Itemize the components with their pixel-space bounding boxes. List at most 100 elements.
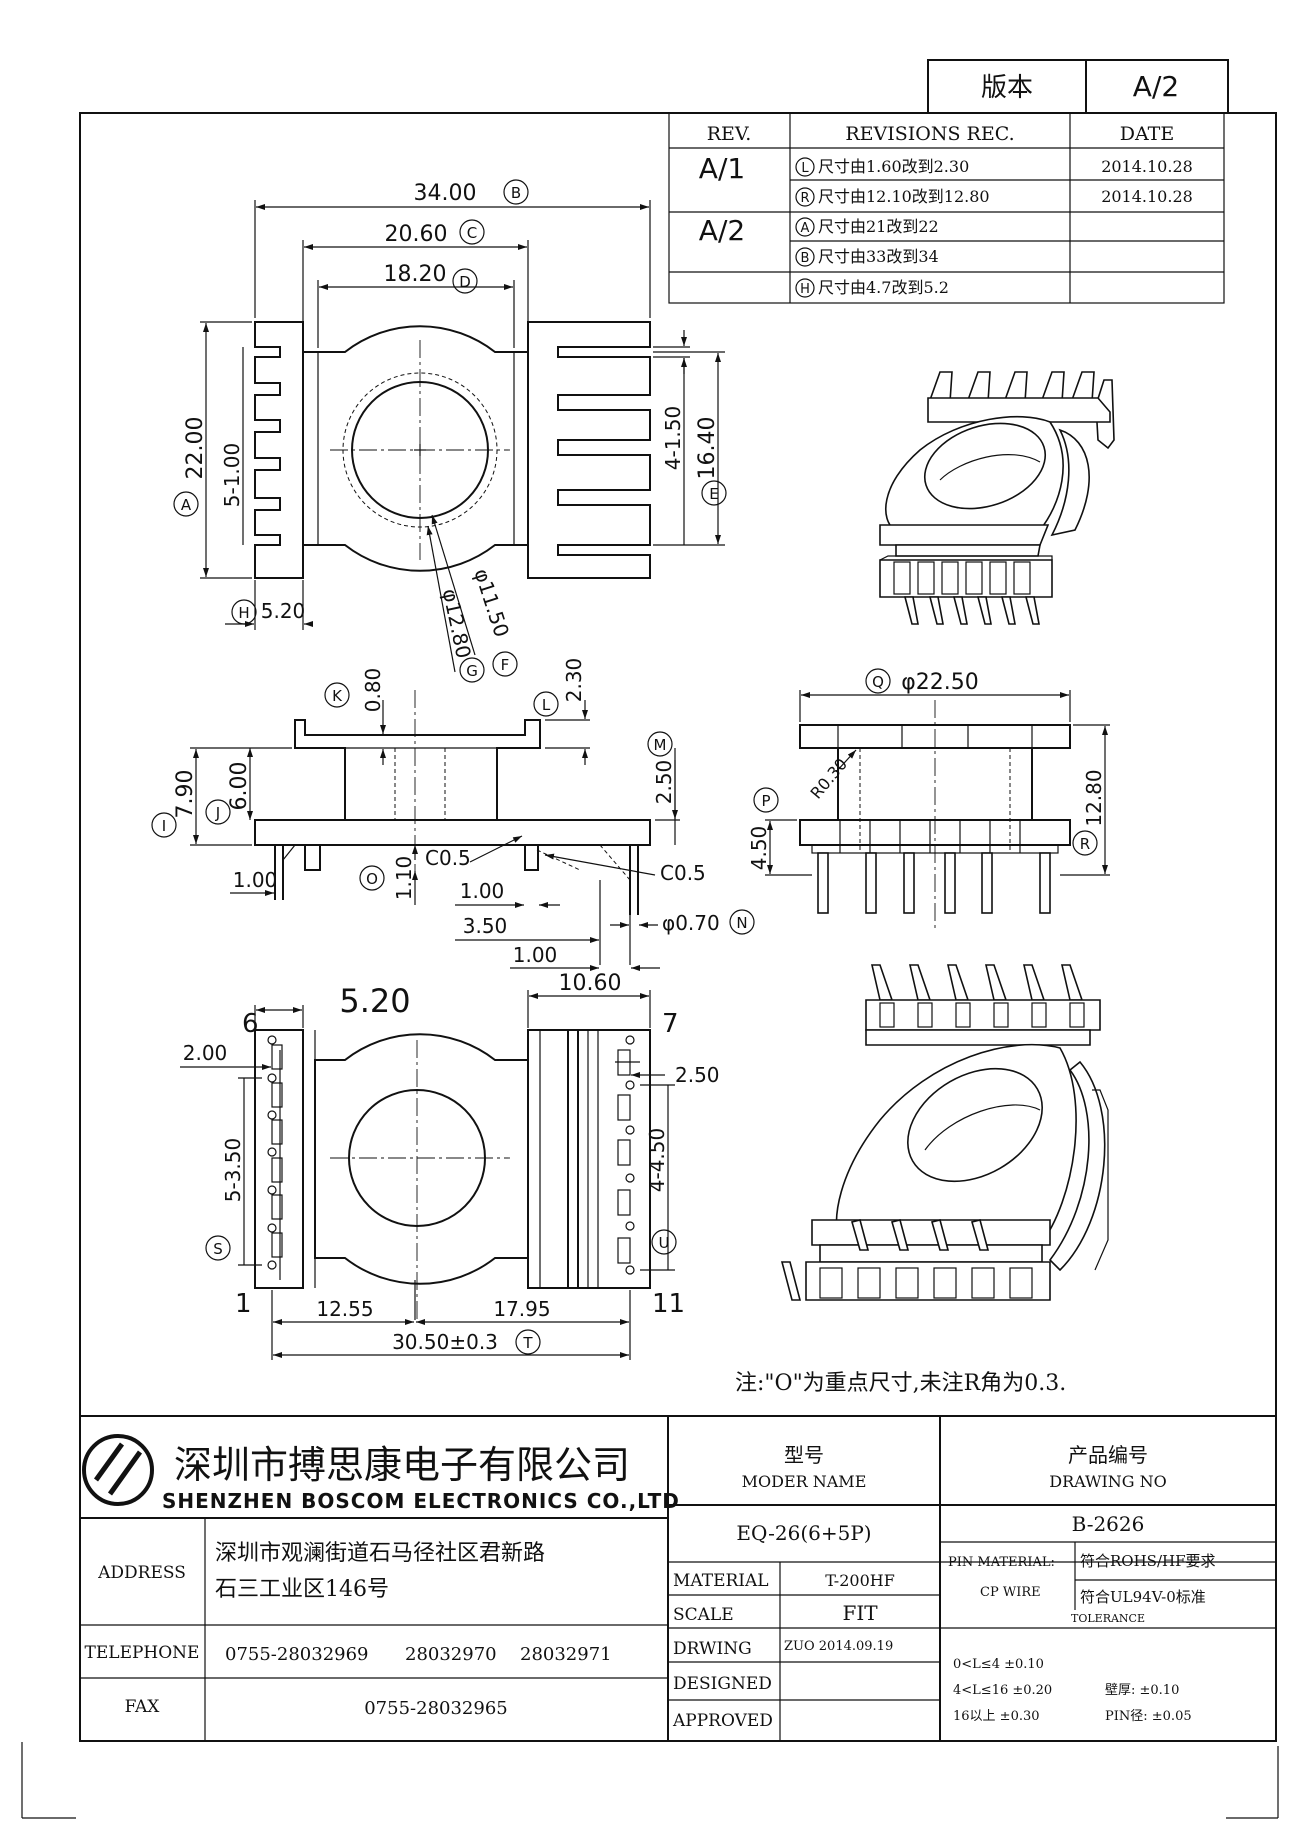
address-label: ADDRESS (97, 1563, 186, 1583)
address-line1: 深圳市观澜街道石马径社区君新路 (215, 1541, 545, 1566)
dim-200: 2.00 (183, 1041, 228, 1065)
version-label: 版本 (981, 73, 1033, 103)
mark-t: T (522, 1334, 533, 1352)
rev-date-1: 2014.10.28 (1101, 157, 1193, 176)
dim-2060: 20.60 (385, 222, 448, 247)
note: 注:"O"为重点尺寸,未注R角为0.3. (735, 1371, 1066, 1396)
rec-header: REVISIONS REC. (845, 123, 1014, 145)
pin-7: 7 (662, 1009, 679, 1039)
rev-date-2: 2014.10.28 (1101, 187, 1193, 206)
dim-1795: 17.95 (493, 1297, 550, 1321)
telephone-label: TELEPHONE (85, 1643, 200, 1663)
drawing-label-en: DRAWING NO (1049, 1472, 1167, 1491)
mark-k: K (332, 687, 343, 705)
dim-1280: 12.80 (1082, 769, 1106, 826)
material-label: MATERIAL (673, 1571, 769, 1591)
company-name-cn: 深圳市搏思康电子有限公司 (174, 1443, 630, 1487)
rev-mark-a: A (801, 221, 810, 236)
model-label-en: MODER NAME (742, 1472, 867, 1491)
front-view: φ22.50 Q R0.30 4.50 P 12.80 R (747, 668, 1110, 930)
pin-dia-tolerance: PIN径: ±0.05 (1105, 1709, 1192, 1724)
pin-material-label: PIN MATERIAL: (948, 1555, 1055, 1570)
rev-text-1: 尺寸由1.60改到2.30 (818, 157, 969, 176)
scale-value: FIT (842, 1601, 878, 1625)
pin-1: 1 (235, 1289, 252, 1319)
company-logo (82, 1434, 154, 1506)
rev-text-4: 尺寸由33改到34 (818, 247, 939, 266)
mark-b: B (511, 184, 521, 202)
mark-u: U (659, 1234, 670, 1252)
approved-label: APPROVED (672, 1711, 773, 1731)
dim-1820: 18.20 (384, 262, 447, 287)
dim-4-450: 4-4.50 (645, 1128, 669, 1192)
tol-2: 4<L≤16 ±0.20 (953, 1683, 1052, 1698)
mark-q: Q (872, 673, 884, 691)
mark-c: C (467, 224, 477, 242)
dim-c05-b: C0.5 (660, 861, 706, 885)
tel-3: 28032971 (520, 1644, 612, 1665)
rev-mark-b: B (801, 251, 810, 266)
dim-100-c: 1.00 (513, 943, 558, 967)
revision-table: REV. REVISIONS REC. DATE A/1 A/2 L 尺寸由1.… (668, 112, 1225, 304)
mark-i: I (162, 817, 166, 835)
rev-mark-l: L (801, 161, 809, 176)
dim-1640: 16.40 (695, 417, 720, 480)
dim-phi070: φ0.70 (662, 911, 720, 935)
mark-h: H (238, 604, 249, 622)
address-line2: 石三工业区146号 (215, 1577, 389, 1602)
pin-6: 6 (242, 1009, 259, 1039)
tol-1: 0<L≤4 ±0.10 (953, 1657, 1044, 1672)
pin-material-value: CP WIRE (980, 1585, 1041, 1600)
dim-080: 0.80 (361, 668, 385, 713)
tol-3: 16以上 ±0.30 (953, 1709, 1040, 1724)
dim-phi1150: φ11.50 (469, 566, 514, 640)
mark-g: G (466, 662, 478, 680)
mark-e: E (709, 485, 718, 503)
corner-marks (21, 1742, 1279, 1819)
dim-250-bottom: 2.50 (675, 1063, 720, 1087)
drawing-label-cn: 产品编号 (1068, 1443, 1148, 1467)
company-name-en: SHENZHEN BOSCOM ELECTRONICS CO.,LTD (162, 1489, 680, 1513)
mark-m: M (654, 736, 667, 754)
dim-110: 1.10 (392, 856, 416, 901)
dim-600: 6.00 (227, 762, 252, 811)
title-block: 深圳市搏思康电子有限公司 SHENZHEN BOSCOM ELECTRONICS… (79, 1415, 1277, 1742)
dim-1060: 10.60 (559, 971, 622, 996)
rev-text-2: 尺寸由12.10改到12.80 (818, 187, 990, 206)
model-label-cn: 型号 (784, 1443, 824, 1467)
dim-phi2250: φ22.50 (901, 670, 979, 695)
mark-f: F (501, 656, 510, 674)
mark-l: L (542, 696, 551, 714)
iso-view-top (879, 371, 1115, 625)
material-value: T-200HF (825, 1571, 895, 1590)
rev-a2: A/2 (699, 214, 745, 247)
dim-34: 34.00 (414, 181, 477, 206)
iso-view-bottom (780, 964, 1109, 1301)
designed-label: DESIGNED (673, 1674, 772, 1694)
mark-n: N (736, 914, 747, 932)
rohs: 符合ROHS/HF要求 (1080, 1552, 1216, 1570)
top-view: 34.00 B 20.60 C 18.20 D 22.00 A 5-1.00 4… (173, 179, 727, 683)
dim-520-bottom: 5.20 (339, 982, 410, 1020)
bottom-view: 6 7 1 11 5.20 10.60 2.00 2.50 5-3.50 S 4… (180, 971, 720, 1360)
mark-a: A (181, 496, 192, 514)
version-value: A/2 (1133, 70, 1179, 103)
dim-5-350: 5-3.50 (221, 1138, 245, 1202)
dim-c05-a: C0.5 (425, 846, 471, 870)
side-view: 7.90 I 6.00 J 0.80 K 2.30 L 2.50 M 1.10 … (151, 658, 755, 971)
tel-2: 28032970 (405, 1644, 497, 1665)
model-value: EQ-26(6+5P) (736, 1521, 871, 1545)
rev-mark-h: H (800, 282, 810, 297)
fax-label: FAX (125, 1697, 161, 1717)
scale-label: SCALE (673, 1605, 734, 1625)
mark-o: O (366, 870, 378, 888)
dim-22: 22.00 (183, 417, 208, 480)
drwing-value: ZUO 2014.09.19 (784, 1639, 893, 1654)
dim-350: 3.50 (463, 914, 508, 938)
mark-j: J (215, 804, 220, 822)
rev-text-5: 尺寸由4.7改到5.2 (818, 278, 949, 297)
version-box: 版本 A/2 (927, 59, 1229, 114)
dim-520-top: 5.20 (261, 599, 306, 623)
tel-1: 0755-28032969 (225, 1644, 369, 1665)
